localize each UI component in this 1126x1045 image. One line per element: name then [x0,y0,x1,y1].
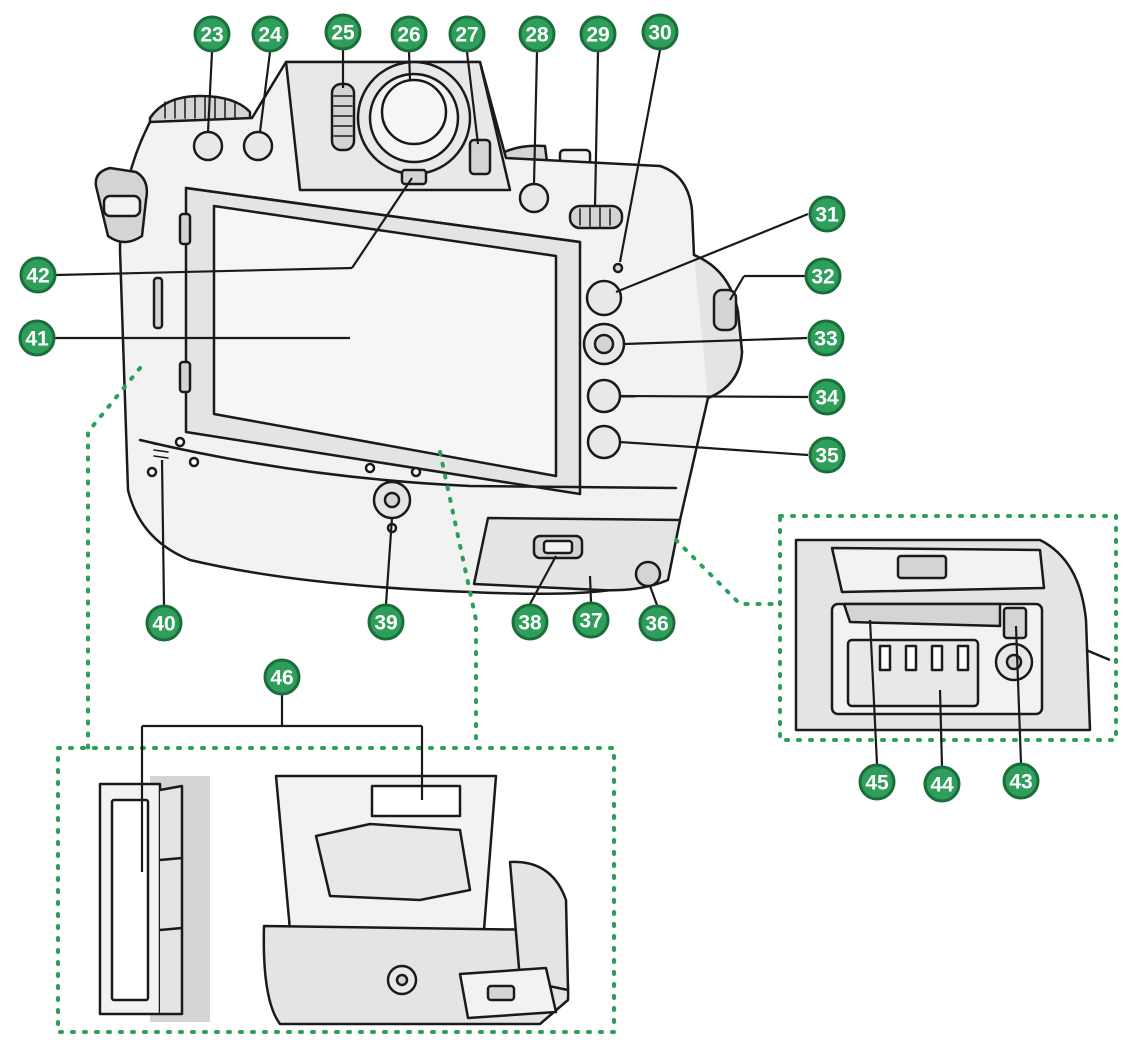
callout-24: 24 [253,17,287,51]
battery-contact-3 [932,646,942,670]
card-shape [316,824,470,900]
callout-23-number: 23 [200,24,223,47]
callout-34-number: 34 [815,387,839,410]
lcd-side-slot [154,278,162,328]
callout-42: 42 [21,258,55,292]
callout-45-number: 45 [865,772,889,795]
callout-32: 32 [806,259,840,293]
callout-26-number: 26 [397,24,420,47]
callout-37: 37 [574,603,608,637]
camera-back-illustration [96,62,742,594]
callout-46: 46 [265,660,299,694]
battery-latch-tab [1004,608,1026,638]
leader-36 [650,586,657,605]
callout-43-number: 43 [1009,771,1032,794]
button-24 [244,132,272,160]
left-strap-ring [104,196,140,216]
bottom-pin-6 [148,468,156,476]
callout-31-number: 31 [815,204,839,227]
button-34 [588,380,620,412]
bottom-pin-4 [176,438,184,446]
button-31 [587,281,621,315]
callout-39: 39 [369,605,403,639]
chamber-cable [1086,650,1110,660]
callout-32-number: 32 [811,266,834,289]
callout-40-number: 40 [152,613,175,636]
cover-hinge-block [898,556,946,578]
flip-screen-label [372,786,460,816]
callout-35-number: 35 [815,445,839,468]
callout-44-number: 44 [930,774,954,797]
card-slot [844,604,1000,626]
callout-30: 30 [643,15,677,49]
viewfinder-glass [382,80,446,144]
mini-battery-latch [488,986,514,1000]
battery-contact-4 [958,646,968,670]
lcd-tab-left-2 [180,362,190,392]
callout-25: 25 [326,15,360,49]
callout-33-number: 33 [814,328,837,351]
battery-contact-1 [880,646,890,670]
callout-36-number: 36 [645,613,668,636]
lcd-tab-left-1 [180,214,190,244]
callout-29: 29 [581,17,615,51]
leader-37 [590,576,591,602]
callout-27: 27 [450,17,484,51]
callout-26: 26 [392,17,426,51]
callout-42-number: 42 [26,265,49,288]
callout-28-number: 28 [525,24,549,47]
cable-channel-cover [636,562,660,586]
callout-31: 31 [810,197,844,231]
bottom-pin-2 [412,468,420,476]
leader-34 [620,396,808,397]
callout-23: 23 [195,17,229,51]
leader-26 [409,52,410,80]
callout-45: 45 [860,765,894,799]
bottom-pin-5 [190,458,198,466]
callout-46-number: 46 [270,667,293,690]
callout-36: 36 [640,606,674,640]
callout-33: 33 [809,321,843,355]
tripod-socket-inner [385,493,399,507]
callout-39-number: 39 [374,612,397,635]
callout-38: 38 [513,605,547,639]
eye-sensor [402,170,426,184]
callout-34: 34 [810,380,844,414]
callout-27-number: 27 [455,24,478,47]
callout-43: 43 [1004,764,1038,798]
rear-command-dial [570,206,622,228]
diopter-dial [332,84,354,150]
callout-25-number: 25 [331,22,355,45]
card-door-hinge [160,786,182,1014]
bottom-pin-1 [366,464,374,472]
battery-chamber-inset [780,516,1116,740]
q-lever [470,140,490,174]
callout-24-number: 24 [258,24,282,47]
callout-35: 35 [810,438,844,472]
callout-40: 40 [147,606,181,640]
button-23 [194,132,222,160]
callout-38-number: 38 [518,612,542,635]
connector-battery [676,540,780,604]
button-28 [520,184,548,212]
battery-latch-grip [544,541,572,553]
callout-44: 44 [925,767,959,801]
callout-28: 28 [520,17,554,51]
callout-41-number: 41 [25,328,49,351]
callout-29-number: 29 [586,24,609,47]
battery-contact-2 [906,646,916,670]
callout-30-number: 30 [648,22,671,45]
chamber-round-inner [1007,655,1021,669]
indicator-lamp [614,264,622,272]
callout-41: 41 [20,321,54,355]
button-35 [588,426,620,458]
callout-37-number: 37 [579,610,602,633]
focus-lever [595,335,613,353]
mini-tripod-inner [397,975,407,985]
